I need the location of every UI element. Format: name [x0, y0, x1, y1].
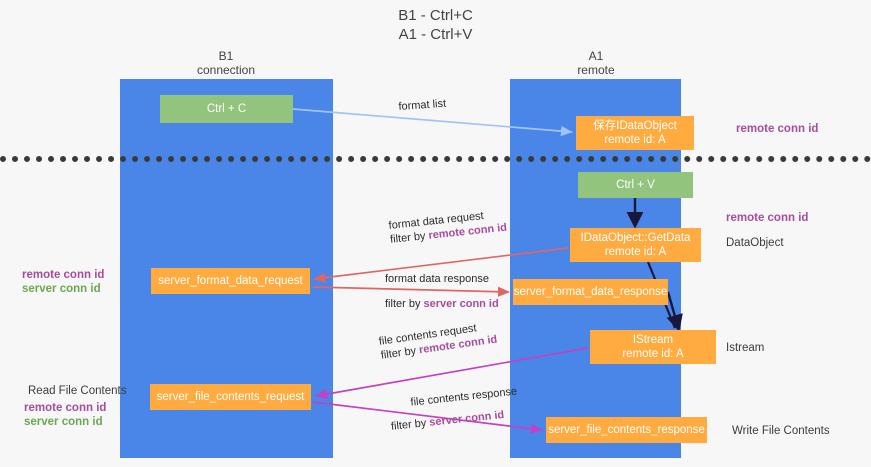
edge-label-format-data-response-line1: format data response [385, 273, 489, 285]
filter-by-text: filter by [385, 298, 424, 310]
edge-label-format-data-response: format data response filter by server co… [385, 272, 499, 311]
node-istream-line2: remote id: A [622, 348, 684, 360]
annotation-istream: Istream [726, 341, 764, 355]
filter-by-text: filter by [389, 229, 430, 246]
node-ctrl-v[interactable]: Ctrl + V [578, 172, 693, 198]
annotation-server-conn-id-left-bottom: server conn id [24, 416, 103, 428]
node-server-file-contents-response[interactable]: server_file_contents_response [546, 417, 707, 443]
filter-key-server-conn-id: server conn id [428, 408, 505, 429]
annotation-istream-label: Istream [726, 342, 765, 354]
node-server-format-data-response-label: server_format_data_response [513, 286, 668, 298]
node-server-file-contents-request[interactable]: server_file_contents_request [150, 384, 311, 410]
annotation-left-conn-ids-bottom: remote conn id server conn id [24, 401, 106, 429]
annotation-dataobject: DataObject [726, 236, 784, 250]
node-server-file-contents-request-label: server_file_contents_request [156, 391, 305, 403]
node-istream-line1: IStream [632, 334, 674, 346]
node-idataobject-getdata-line1: IDataObject::GetData [580, 232, 691, 244]
node-save-idataobject-line2: remote id: A [604, 134, 666, 146]
filter-by-text: filter by [380, 344, 420, 362]
column-header-a1-line1: A1 [588, 49, 604, 63]
column-header-a1-line2: remote [577, 63, 615, 77]
node-save-idataobject-line1: 保存IDataObject [593, 120, 677, 132]
node-server-format-data-response[interactable]: server_format_data_response [513, 279, 668, 305]
edge-label-file-contents-response: file contents response filter by server … [388, 385, 520, 434]
annotation-read-file-contents: Read File Contents [28, 384, 126, 398]
node-server-format-data-request-label: server_format_data_request [158, 275, 303, 287]
annotation-server-conn-id-left-mid: server conn id [22, 283, 101, 295]
column-header-b1-line1: B1 [218, 49, 234, 63]
column-header-b1-line2: connection [196, 63, 256, 77]
node-istream[interactable]: IStream remote id: A [590, 330, 716, 364]
column-header-b1: B1 connection [176, 49, 276, 77]
edge-label-file-contents-response-line2: filter by server conn id [390, 406, 520, 433]
edge-label-format-list-line1: format list [398, 97, 447, 113]
column-header-a1: A1 remote [546, 49, 646, 77]
filter-by-text: filter by [390, 416, 430, 433]
annotation-remote-conn-id-top: remote conn id [736, 122, 818, 136]
node-server-file-contents-response-label: server_file_contents_response [548, 424, 705, 436]
node-save-idataobject[interactable]: 保存IDataObject remote id: A [576, 116, 694, 150]
filter-key-server-conn-id: server conn id [423, 298, 499, 310]
edge-label-file-contents-response-line1: file contents response [409, 385, 518, 409]
annotation-write-file-contents: Write File Contents [732, 424, 830, 438]
annotation-remote-conn-id-mid: remote conn id [726, 211, 808, 225]
annotation-remote-conn-id-mid-label: remote conn id [726, 212, 809, 224]
annotation-remote-conn-id-left-mid: remote conn id [22, 269, 105, 281]
edge-label-format-list: format list [398, 97, 447, 114]
annotation-write-file-contents-label: Write File Contents [732, 425, 830, 437]
annotation-read-file-contents-label: Read File Contents [28, 385, 127, 397]
title-line-2: A1 - Ctrl+V [398, 26, 473, 43]
title-line-1: B1 - Ctrl+C [398, 7, 473, 24]
edge-label-file-contents-request: file contents request filter by remote c… [378, 319, 498, 363]
node-idataobject-getdata[interactable]: IDataObject::GetData remote id: A [570, 228, 701, 262]
node-ctrl-c[interactable]: Ctrl + C [160, 95, 293, 123]
node-idataobject-getdata-line2: remote id: A [604, 246, 667, 258]
annotation-dataobject-label: DataObject [726, 237, 784, 249]
edge-label-format-data-response-line2: filter by server conn id [385, 297, 499, 311]
annotation-left-conn-ids-mid: remote conn id server conn id [22, 268, 104, 296]
annotation-remote-conn-id-top-label: remote conn id [736, 123, 819, 135]
annotation-remote-conn-id-left-bottom: remote conn id [24, 402, 107, 414]
node-server-format-data-request[interactable]: server_format_data_request [151, 268, 310, 294]
node-ctrl-v-line1: Ctrl + V [616, 179, 655, 191]
edge-label-format-data-request: format data request filter by remote con… [388, 207, 508, 247]
node-ctrl-c-line1: Ctrl + C [206, 103, 247, 115]
diagram-title: B1 - Ctrl+C A1 - Ctrl+V [0, 6, 871, 44]
phase-divider [0, 156, 871, 162]
